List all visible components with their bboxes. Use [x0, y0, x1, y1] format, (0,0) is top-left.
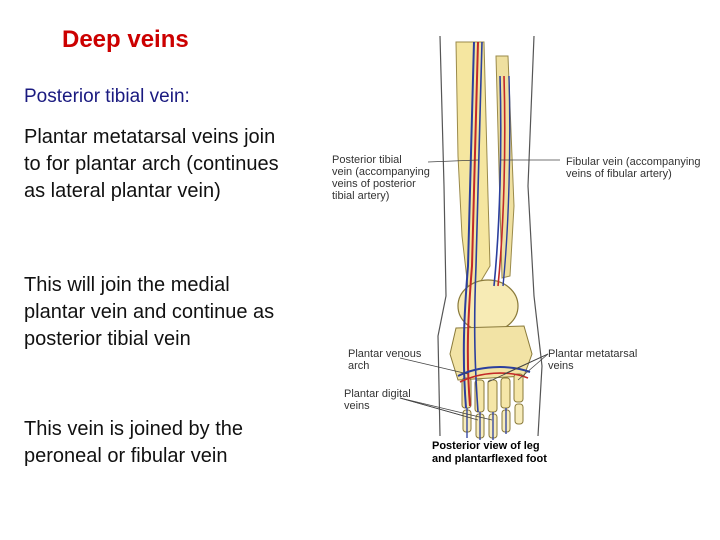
paragraph-line: as lateral plantar vein) — [24, 180, 221, 202]
label-line: veins — [548, 360, 574, 372]
paragraph-fibular-join: This vein is joined by the peroneal or f… — [24, 416, 344, 470]
label-posterior-tibial-vein: Posterior tibial vein (accompanying vein… — [332, 154, 430, 202]
posterior-tibial-vein — [462, 41, 475, 409]
paragraph-medial-plantar: This will join the medial plantar vein a… — [24, 272, 344, 353]
paragraph-line: Plantar metatarsal veins join — [24, 126, 276, 148]
paragraph-line: This will join the medial — [24, 274, 230, 296]
figure-caption: Posterior view of leg and plantarflexed … — [432, 440, 547, 466]
label-plantar-digital-veins: Plantar digital veins — [344, 388, 411, 412]
anatomy-figure: Posterior tibial vein (accompanying vein… — [328, 36, 720, 506]
paragraph-plantar-metatarsal: Plantar metatarsal veins join to for pla… — [24, 124, 344, 205]
label-plantar-venous-arch: Plantar venous arch — [348, 348, 421, 372]
posterior-tibial-artery — [466, 41, 479, 407]
label-line: Plantar metatarsal — [548, 348, 638, 360]
label-line: tibial artery) — [332, 190, 390, 202]
plantar-digital-veins — [466, 408, 507, 440]
leg-outline — [437, 36, 543, 437]
paragraph-line: This vein is joined by the — [24, 418, 244, 440]
leg-foot-illustration — [399, 36, 560, 440]
fibular-artery — [497, 75, 506, 287]
label-line: veins of posterior — [332, 178, 416, 190]
plantar-venous-arch — [457, 366, 531, 377]
fibular-vein — [493, 75, 502, 287]
caption-line: and plantarflexed foot — [432, 453, 547, 465]
fibular-vein — [502, 75, 511, 287]
label-line: veins of fibular artery) — [566, 168, 672, 180]
paragraph-line: peroneal or fibular vein — [24, 445, 228, 467]
label-line: Plantar digital — [344, 388, 411, 400]
slide-subtitle: Posterior tibial vein: — [24, 86, 190, 107]
label-line: Fibular vein (accompanying — [566, 156, 701, 168]
label-line: vein (accompanying — [332, 166, 430, 178]
caption-line: Posterior view of leg — [432, 440, 540, 452]
label-line: Plantar venous — [348, 348, 422, 360]
label-fibular-vein: Fibular vein (accompanying veins of fibu… — [566, 156, 701, 180]
paragraph-line: to for plantar arch (continues — [24, 153, 279, 175]
label-line: Posterior tibial — [332, 154, 402, 166]
label-line: veins — [344, 400, 370, 412]
label-plantar-metatarsal-veins: Plantar metatarsal veins — [548, 348, 637, 372]
tarsal-bones — [449, 325, 533, 381]
paragraph-line: plantar vein and continue as — [24, 301, 275, 323]
slide-title: Deep veins — [62, 26, 189, 53]
label-line: arch — [348, 360, 370, 372]
posterior-tibial-vein — [473, 41, 483, 413]
leader-lines — [399, 159, 560, 421]
paragraph-line: posterior tibial vein — [24, 328, 191, 350]
